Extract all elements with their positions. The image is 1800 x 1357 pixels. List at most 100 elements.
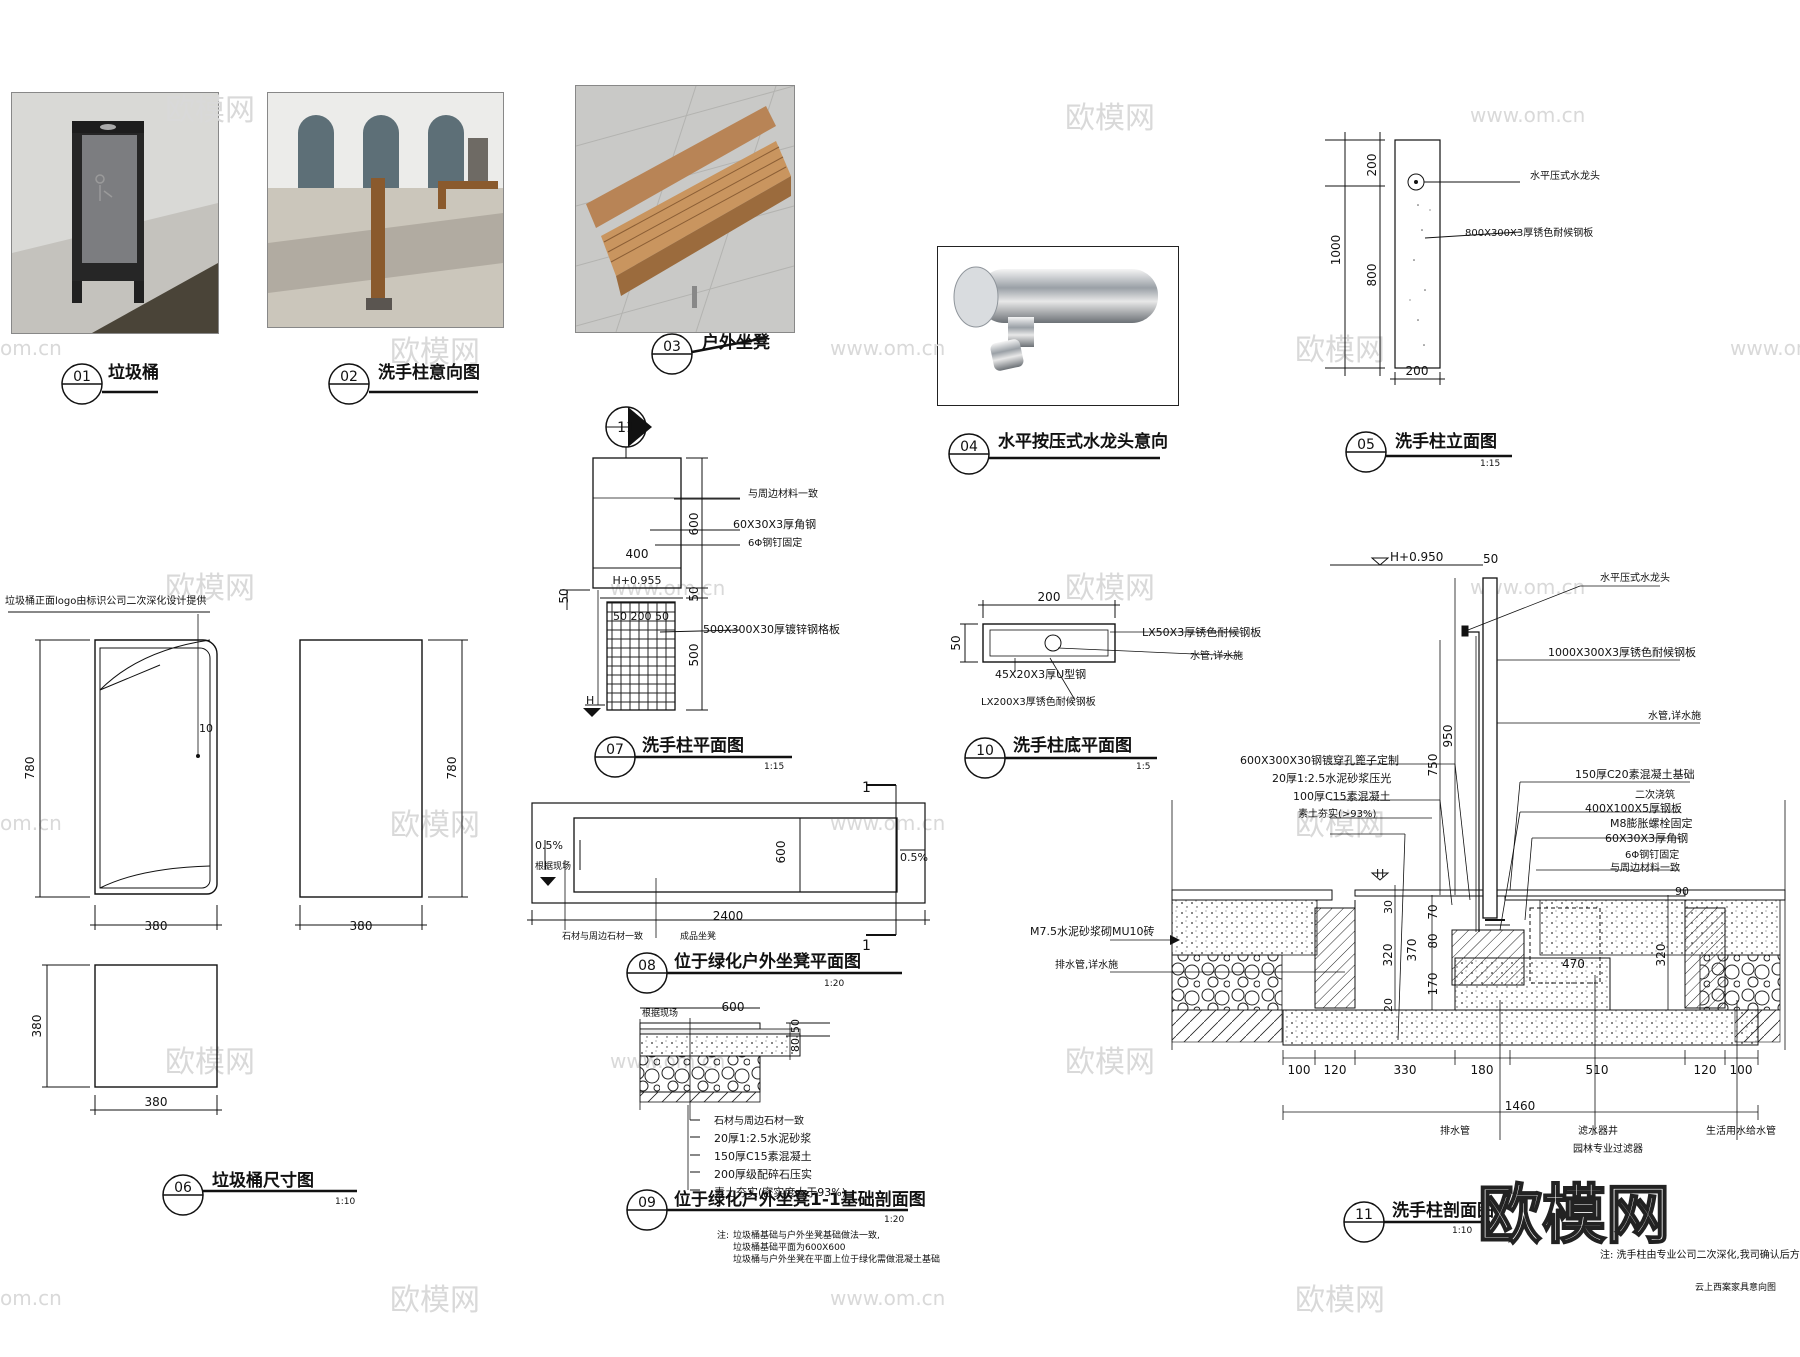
watermark-url: om.cn — [0, 1286, 62, 1310]
watermark-url: www.om.cn — [830, 1286, 945, 1310]
title-number-01: 01 — [73, 369, 91, 385]
title-number-10: 10 — [976, 743, 994, 759]
d07-dim-600: 600 — [687, 513, 701, 536]
d09-layer-1: 石材与周边石材一致 — [714, 1114, 804, 1127]
bench-foundation-section — [639, 1007, 830, 1191]
d11-note-bottom-1: 排水管 — [1440, 1124, 1470, 1137]
d06-dim-780-b: 780 — [445, 757, 459, 780]
d05-dim-200-bottom: 200 — [1406, 364, 1429, 378]
title-text-07: 洗手柱平面图 — [642, 735, 744, 756]
d05-note-plate: 800X300X3厚锈色耐候钢板 — [1465, 226, 1593, 239]
washstand-photo — [267, 92, 504, 328]
d11-note-right-9: 6Φ钢钉固定 — [1625, 848, 1679, 861]
bench-photo — [575, 85, 795, 333]
d09-dim-50: 50 — [789, 1019, 802, 1033]
d06-dim-10: 10 — [199, 722, 213, 735]
d06-dim-380-d: 380 — [145, 1095, 168, 1109]
title-number-07: 07 — [606, 742, 624, 758]
d07-dim-500: 500 — [687, 644, 701, 667]
title-text-03: 户外坐凳 — [702, 332, 771, 353]
d11-note-left-3: 100厚C15素混凝土 — [1293, 789, 1391, 803]
d07-row-dims: 50 200 50 — [613, 610, 669, 623]
d11-note-left-1: 600X300X30钢镀穿孔篦子定制 — [1240, 753, 1399, 767]
d11-dim-30: 30 — [1382, 900, 1395, 914]
d11-dim-90: 90 — [1675, 885, 1689, 898]
d11-note-bottom-2: 滤水器井 — [1578, 1124, 1618, 1137]
watermarks: 欧模网 欧模网 www.om.cn om.cn 欧模网 www.om.cn 欧模… — [0, 93, 1800, 1318]
title-numbers: 01 02 03 04 05 06 07 08 09 10 11 — [73, 339, 1375, 1223]
title-text-05: 洗手柱立面图 — [1395, 431, 1497, 452]
d10-note-4: LX200X3厚锈色耐候钢板 — [981, 695, 1096, 708]
d08-slope-left: 0.5% — [535, 839, 563, 852]
d06-note-logo: 垃圾桶正面logo由标识公司二次深化设计提供 — [5, 594, 206, 607]
title-scale-10: 1:5 — [1136, 762, 1150, 772]
title-number-08: 08 — [638, 958, 656, 974]
d05-note-faucet: 水平压式水龙头 — [1530, 169, 1600, 182]
title-texts: 垃圾桶 洗手柱意向图 户外坐凳 水平按压式水龙头意向 洗手柱立面图 垃圾桶尺寸图… — [108, 332, 1497, 1221]
watermark-brand: 欧模网 — [390, 335, 480, 370]
watermark-url: www.om.cn — [1470, 103, 1585, 127]
washstand-section — [1110, 557, 1786, 1140]
d09-layer-4: 200厚级配碎石压实 — [714, 1167, 812, 1181]
d11-note-right-7: M8膨胀螺栓固定 — [1610, 816, 1693, 830]
d07-note-2: 60X30X3厚角钢 — [733, 518, 816, 531]
d11-note-left-2: 20厚1:2.5水泥砂浆压光 — [1272, 771, 1391, 785]
watermark-brand: 欧模网 — [1065, 571, 1155, 606]
d11-dim-320-a: 320 — [1381, 944, 1395, 967]
d05-dim-1000: 1000 — [1329, 235, 1343, 266]
d11-note-right-6: 400X100X5厚钢板 — [1585, 801, 1682, 815]
d11-note-left-4: 素土夯实(>93%) — [1298, 807, 1377, 820]
washstand-base-plan-labels: 200 50 LX50X3厚锈色耐候钢板 水管,详水施 45X20X3厚U型钢 … — [949, 590, 1261, 708]
d09-dim-600: 600 — [722, 1000, 745, 1014]
d10-note-2: 水管,详水施 — [1190, 649, 1243, 662]
title-text-11: 洗手柱剖面图 — [1392, 1200, 1494, 1221]
d11-elev-h: H — [1376, 867, 1384, 880]
title-scale-06: 1:10 — [335, 1197, 355, 1207]
d09-note-2: 垃圾桶基础平面为600X600 — [733, 1241, 846, 1253]
d11-note-bottom-4: 生活用水给水管 — [1706, 1124, 1776, 1137]
title-text-08: 位于绿化户外坐凳平面图 — [674, 951, 861, 972]
d11-bottom-dim-4: 180 — [1471, 1063, 1494, 1077]
d06-dim-380-b: 380 — [350, 919, 373, 933]
watermark-url: www.om.cn — [830, 336, 945, 360]
d11-note-left-6: 排水管,详水施 — [1055, 958, 1118, 971]
d08-cut-1a: 1 — [862, 780, 871, 796]
d11-bottom-dim-5: 510 — [1586, 1063, 1609, 1077]
watermark-brand: 欧模网 — [390, 1283, 480, 1318]
title-text-04: 水平按压式水龙头意向 — [998, 431, 1168, 452]
d11-bottom-dim-7: 100 — [1730, 1063, 1753, 1077]
d08-note-stone: 石材与周边石材一致 — [562, 930, 643, 942]
title-blocks — [61, 333, 1512, 1243]
watermark-brand: 欧模网 — [1295, 1283, 1385, 1318]
d11-dim-70: 70 — [1426, 904, 1440, 919]
title-number-02: 02 — [340, 369, 358, 385]
d11-dim-20: 20 — [1382, 998, 1395, 1012]
d06-dim-780-a: 780 — [23, 757, 37, 780]
watermark-brand: 欧模网 — [165, 571, 255, 606]
d09-layer-5: 素土夯实(密实度大于93%) — [714, 1185, 846, 1199]
d11-dim-170: 170 — [1426, 973, 1440, 996]
d07-dim-50-a: 50 — [687, 586, 701, 601]
d10-dim-200: 200 — [1038, 590, 1061, 604]
d11-note-footer-2: 云上西案家具意向图 — [1695, 1281, 1776, 1293]
d11-dim-370: 370 — [1405, 939, 1419, 962]
d08-dim-2400: 2400 — [713, 909, 744, 923]
d11-dim-80: 80 — [1426, 933, 1440, 948]
watermark-brand: 欧模网 — [1295, 808, 1385, 843]
d09-note-1: 垃圾桶基础与户外坐凳基础做法一致, — [733, 1229, 880, 1241]
washstand-base-plan — [960, 600, 1241, 701]
d09-dim-80: 80 — [789, 1038, 802, 1052]
title-number-05: 05 — [1357, 437, 1375, 453]
title-scale-11: 1:10 — [1452, 1226, 1472, 1236]
d11-bottom-dim-6: 120 — [1694, 1063, 1717, 1077]
title-scale-08: 1:20 — [824, 979, 844, 989]
trash-bin-photo — [11, 92, 219, 334]
d07-note-4: 500X300X30厚镀锌钢格板 — [703, 622, 840, 636]
faucet-photo — [937, 246, 1179, 406]
watermark-brand: 欧模网 — [390, 808, 480, 843]
bench-foundation-labels: 根据现场 600 50 80 石材与周边石材一致 20厚1:2.5水泥砂浆 15… — [642, 1000, 940, 1265]
title-scales: 1:15 1:10 1:15 1:20 1:20 1:5 1:10 — [335, 459, 1500, 1236]
title-number-03: 03 — [663, 339, 681, 355]
washstand-section-labels: H+0.950 H 50 950 750 70 80 170 370 320 3… — [1030, 550, 1800, 1293]
title-number-09: 09 — [638, 1195, 656, 1211]
